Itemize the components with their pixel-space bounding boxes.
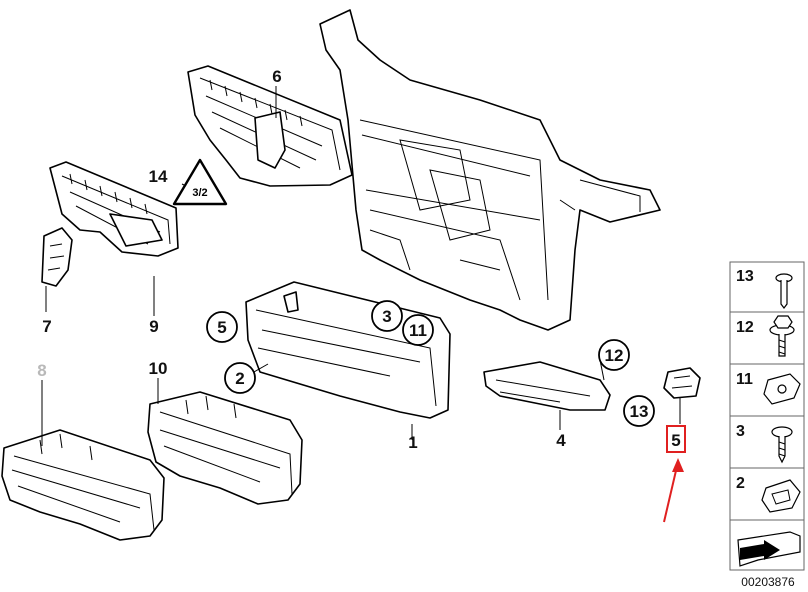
callout-part-11: 11 xyxy=(402,314,434,346)
part-1-air-duct xyxy=(245,281,451,419)
label-part-9: 9 xyxy=(149,317,158,336)
label-part-8: 8 xyxy=(37,361,46,380)
callout-part-13: 13 xyxy=(623,395,655,427)
part-14-warning-sign: 3/2 xyxy=(172,158,228,206)
label-part-5-left: 5 xyxy=(217,318,226,337)
label-part-5-highlighted: 5 xyxy=(671,431,680,450)
highlighted-part-5: 5 xyxy=(663,425,686,523)
hex-bolt-icon xyxy=(769,315,795,357)
callout-part-3: 3 xyxy=(371,300,403,332)
radiator-support-frame xyxy=(319,9,661,331)
clip-nut-icon xyxy=(763,373,801,405)
label-part-3: 3 xyxy=(382,307,391,326)
part-5-bracket-right xyxy=(663,367,701,399)
legend-label-1: 12 xyxy=(736,319,754,336)
label-part-2: 2 xyxy=(235,369,244,388)
part-6-grille-upper xyxy=(187,65,353,187)
callout-part-2: 2 xyxy=(224,362,256,394)
direction-arrow-icon xyxy=(737,531,801,567)
label-part-10: 10 xyxy=(149,359,168,378)
diagram-number: 00203876 xyxy=(741,575,795,589)
spring-nut-icon xyxy=(761,479,801,513)
label-part-4: 4 xyxy=(556,431,566,450)
callout-part-12: 12 xyxy=(598,339,630,371)
callout-part-5-left: 5 xyxy=(206,311,238,343)
part-8-lower-panel xyxy=(1,429,165,541)
label-part-13: 13 xyxy=(630,402,649,421)
label-part-7: 7 xyxy=(42,317,51,336)
screw-icon xyxy=(771,426,793,464)
label-part-12: 12 xyxy=(605,346,624,365)
label-part-11: 11 xyxy=(409,321,427,340)
leader-lines xyxy=(41,86,681,446)
label-part-1: 1 xyxy=(408,433,417,452)
legend-label-0: 13 xyxy=(736,268,754,285)
label-part-6: 6 xyxy=(272,67,281,86)
warning-sign-text: 3/2 xyxy=(192,187,207,199)
legend-label-3: 3 xyxy=(736,423,745,440)
part-10-lower-panel xyxy=(147,391,303,505)
part-9-grille-lower xyxy=(49,161,179,257)
label-part-14: 14 xyxy=(149,167,168,186)
part-7-bracket xyxy=(41,227,73,287)
legend-label-4: 2 xyxy=(736,475,745,492)
fastener-legend: 13 12 11 3 2 xyxy=(729,261,805,589)
push-rivet-icon xyxy=(775,273,793,309)
part-4-side-duct xyxy=(483,361,611,411)
legend-label-2: 11 xyxy=(736,371,753,388)
